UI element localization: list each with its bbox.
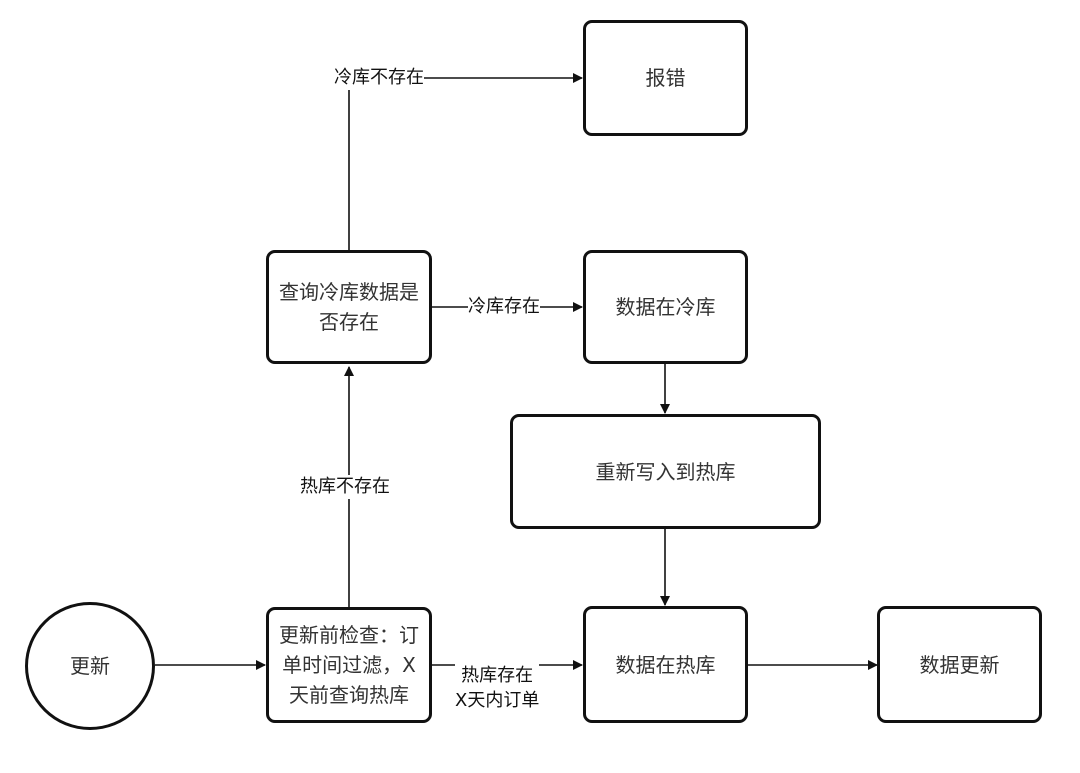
data-in-hot-node-label: 数据在热库 [615,652,716,677]
data-update-node-label: 数据更新 [919,652,1000,677]
edge-label-cold-not-exist: 冷库不存在 [334,66,424,90]
edge-label-cold-exists: 冷库存在 [468,295,540,319]
error-node-label: 报错 [645,66,686,90]
edge-label-hot-exists-line1: 热库存在 [461,665,534,686]
edge-label-hot-not-exist: 热库不存在 [300,475,390,499]
data-in-cold-node: 数据在冷库 [583,250,748,364]
edge-label-hot-exists: 热库存在 X天内订单 [455,663,540,713]
edge-label-hot-exists-line2: X天内订单 [455,690,540,711]
data-update-node: 数据更新 [877,606,1042,723]
rewrite-hot-node-label: 重新写入到热库 [595,459,736,484]
data-in-hot-node: 数据在热库 [583,606,748,723]
precheck-node-label: 更新前检查：订单时间过滤，X天前查询热库 [279,623,419,707]
query-cold-node: 查询冷库数据是否存在 [266,250,432,364]
error-node: 报错 [583,20,748,136]
rewrite-hot-node: 重新写入到热库 [510,414,821,529]
start-node-label: 更新 [70,654,110,678]
precheck-node: 更新前检查：订单时间过滤，X天前查询热库 [266,607,432,723]
arrow-query-cold-to-error [348,73,583,250]
data-in-cold-node-label: 数据在冷库 [615,295,716,319]
start-node-update: 更新 [25,602,155,730]
query-cold-node-label: 查询冷库数据是否存在 [279,280,419,334]
